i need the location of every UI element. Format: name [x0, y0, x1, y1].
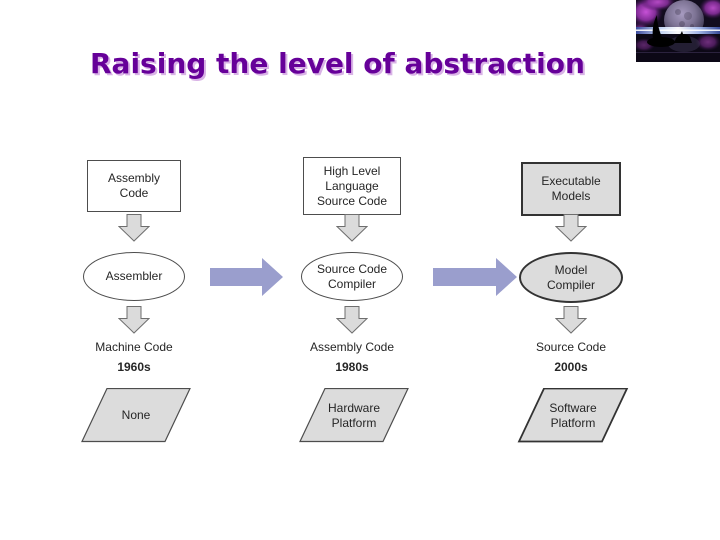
- down-arrow-icon: [118, 214, 150, 242]
- era-label: 2000s: [554, 360, 588, 374]
- process-label: Model: [554, 262, 588, 277]
- process-ellipse: Model Compiler: [519, 252, 623, 303]
- down-arrow-icon: [336, 214, 368, 242]
- era-label: 1960s: [117, 360, 151, 374]
- platform-parallelogram: [517, 388, 629, 443]
- input-box-line: Code: [119, 186, 149, 200]
- input-box: Assembly Code: [87, 160, 181, 212]
- flow-column-1960s: Assembly Code Assembler Machine Code 196…: [59, 0, 209, 460]
- input-box: High Level Language Source Code: [303, 157, 401, 215]
- process-ellipse: Source Code Compiler: [301, 252, 403, 301]
- right-arrow-icon: [210, 258, 283, 296]
- process-label: Source Code: [316, 261, 388, 276]
- down-arrow-icon: [555, 214, 587, 242]
- process-label: Compiler: [546, 277, 595, 292]
- input-box-line: Models: [551, 189, 591, 203]
- process-label: Compiler: [327, 276, 376, 291]
- output-label: Machine Code: [95, 340, 173, 354]
- process-ellipse: Assembler: [83, 252, 185, 301]
- planet-orca-picture: [636, 0, 720, 62]
- platform-label: Software Platform: [549, 400, 597, 430]
- output-label: Source Code: [535, 340, 607, 354]
- platform-label: Hardware Platform: [327, 400, 381, 430]
- flow-column-2000s: Executable Models Model Compiler Source …: [496, 0, 646, 460]
- input-box-line: Source Code: [316, 193, 388, 208]
- input-box-line: Executable: [541, 174, 601, 188]
- platform-parallelogram: [81, 388, 191, 443]
- input-box-line: Assembly: [107, 171, 160, 185]
- input-box-line: High Level: [323, 163, 381, 178]
- process-label: Assembler: [105, 269, 163, 283]
- down-arrow-icon: [118, 306, 150, 334]
- platform-label: None: [121, 408, 151, 422]
- flow-column-1980s: High Level Language Source Code Source C…: [277, 0, 427, 460]
- input-box-line: Language: [325, 178, 379, 193]
- down-arrow-icon: [555, 306, 587, 334]
- era-label: 1980s: [335, 360, 369, 374]
- down-arrow-icon: [336, 306, 368, 334]
- platform-parallelogram: [299, 388, 409, 443]
- input-box: Executable Models: [521, 162, 621, 216]
- right-arrow-icon: [433, 258, 517, 296]
- page-title: Raising the level of abstraction: [90, 47, 585, 80]
- output-label: Assembly Code: [309, 340, 395, 354]
